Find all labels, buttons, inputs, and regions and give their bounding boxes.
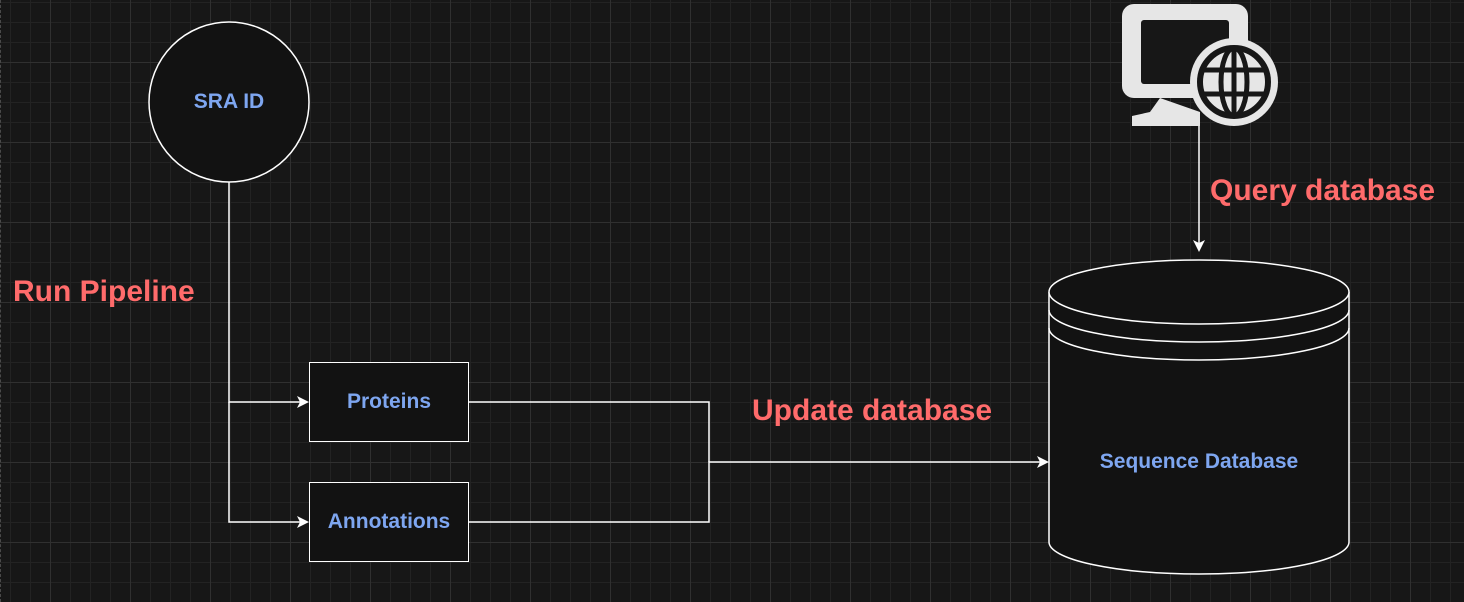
computer-web-icon (1122, 4, 1278, 126)
canvas-edge (0, 0, 3, 602)
pipeline-to-proteins-connector (228, 182, 309, 408)
run-pipeline-label: Run Pipeline (13, 275, 195, 308)
query-database-label: Query database (1210, 174, 1436, 207)
sra-id-label: SRA ID (193, 90, 265, 113)
annotations-label: Annotations (327, 510, 451, 533)
proteins-label: Proteins (346, 390, 432, 413)
sequence-database-node[interactable] (1048, 259, 1350, 575)
annotations-to-database-connector (469, 456, 1049, 523)
proteins-to-database-connector (469, 401, 710, 462)
update-database-label: Update database (752, 394, 993, 427)
annotations-node[interactable] (309, 482, 469, 562)
sequence-database-label: Sequence Database (1099, 450, 1299, 473)
pipeline-to-annotations-connector (228, 402, 309, 528)
proteins-node[interactable] (309, 362, 469, 442)
